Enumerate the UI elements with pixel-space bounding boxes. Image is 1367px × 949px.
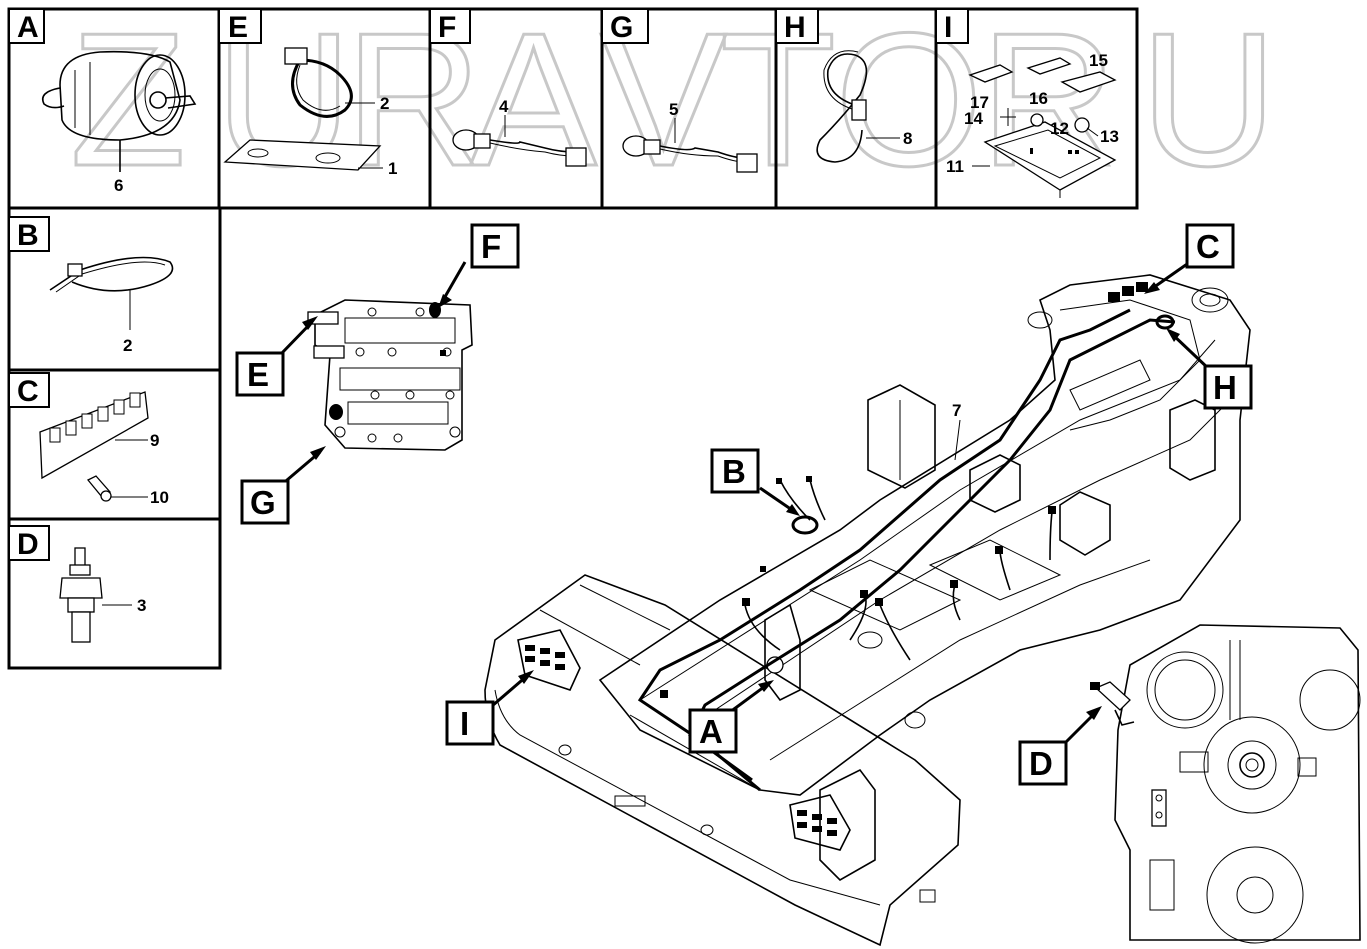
- part-number: 16: [1029, 89, 1048, 108]
- part-number: 8: [903, 129, 912, 148]
- sensor-lead-drawing: 4: [452, 97, 587, 167]
- terminal-strip-drawing: 9 10: [39, 391, 169, 507]
- part-number: 14: [964, 109, 983, 128]
- callout-letter: H: [1213, 369, 1237, 406]
- part-number: 11: [946, 157, 964, 176]
- callout-f: F: [438, 223, 520, 308]
- part-number: 4: [499, 97, 509, 116]
- part-number: 2: [123, 336, 132, 355]
- watermark-letter: Z: [70, 0, 186, 206]
- panel-letter: B: [17, 219, 39, 252]
- callout-letter: C: [1196, 228, 1220, 265]
- callout-letter: D: [1029, 745, 1053, 782]
- panel-g: G 5: [601, 8, 758, 173]
- panel-letter: F: [438, 11, 456, 44]
- callout-c: C: [1144, 223, 1235, 294]
- callout-letter: I: [460, 705, 469, 742]
- panel-i: I 15 17 16 14 12 13 11: [935, 8, 1119, 198]
- panel-letter: E: [228, 11, 248, 44]
- panel-letter: A: [17, 11, 39, 44]
- callout-letter: B: [722, 453, 746, 490]
- panel-a: A 6: [8, 8, 197, 195]
- part-number: 17: [970, 93, 989, 112]
- loop-tie-drawing: 8: [816, 50, 912, 163]
- panel-letter: H: [784, 11, 806, 44]
- panel-e: E 2 1: [218, 8, 397, 178]
- callout-d: D: [1018, 706, 1102, 786]
- panel-letter: G: [610, 11, 633, 44]
- part-number: 3: [137, 596, 146, 615]
- panel-letter: I: [944, 11, 952, 44]
- part-number: 2: [380, 94, 389, 113]
- callout-letter: F: [481, 228, 501, 265]
- wiring-harness-drawing: 7: [637, 282, 1176, 792]
- part-number: 12: [1050, 119, 1069, 138]
- callout-h: H: [1166, 328, 1253, 410]
- callout-letter: E: [247, 356, 269, 393]
- lamp-housing-drawing: 15 17 16 14 12 13 11: [946, 51, 1119, 198]
- chassis-frame-drawing: [484, 274, 1251, 947]
- panel-letter: C: [17, 375, 39, 408]
- callout-a: A: [688, 680, 774, 754]
- panel-f: F 4: [429, 8, 587, 167]
- part-number: 5: [669, 100, 678, 119]
- transmission-drawing: [1090, 624, 1361, 944]
- clamp-drawing: 2: [284, 47, 389, 118]
- part-number: 15: [1089, 51, 1108, 70]
- temperature-sensor-drawing: 3: [59, 547, 146, 643]
- sensor-lead-drawing: 5: [622, 100, 758, 173]
- callout-letter: A: [699, 713, 723, 750]
- panel-letter: D: [17, 528, 39, 561]
- bracket-plate-drawing: 1: [223, 139, 397, 178]
- part-number: 13: [1100, 127, 1119, 146]
- part-number: 1: [388, 159, 397, 178]
- callout-g: G: [240, 446, 326, 525]
- part-number: 7: [952, 401, 961, 420]
- callout-b: B: [710, 448, 800, 516]
- cable-tie-drawing: 2: [49, 256, 174, 355]
- fuel-gauge-sender-drawing: 6: [41, 50, 197, 195]
- panel-d: D 3: [8, 525, 146, 643]
- panel-c: C 9 10: [8, 372, 169, 507]
- callout-e: E: [235, 316, 318, 397]
- callout-i: I: [445, 670, 534, 746]
- watermark-letter: U: [1140, 0, 1277, 206]
- panel-b: B 2: [8, 216, 174, 355]
- part-number: 6: [114, 176, 123, 195]
- callout-letter: G: [250, 484, 276, 521]
- watermark-letter: A: [470, 0, 597, 206]
- part-number: 9: [150, 431, 159, 450]
- panel-h: H 8: [775, 8, 912, 163]
- mounting-plate-drawing: [307, 299, 473, 451]
- part-number: 10: [150, 488, 169, 507]
